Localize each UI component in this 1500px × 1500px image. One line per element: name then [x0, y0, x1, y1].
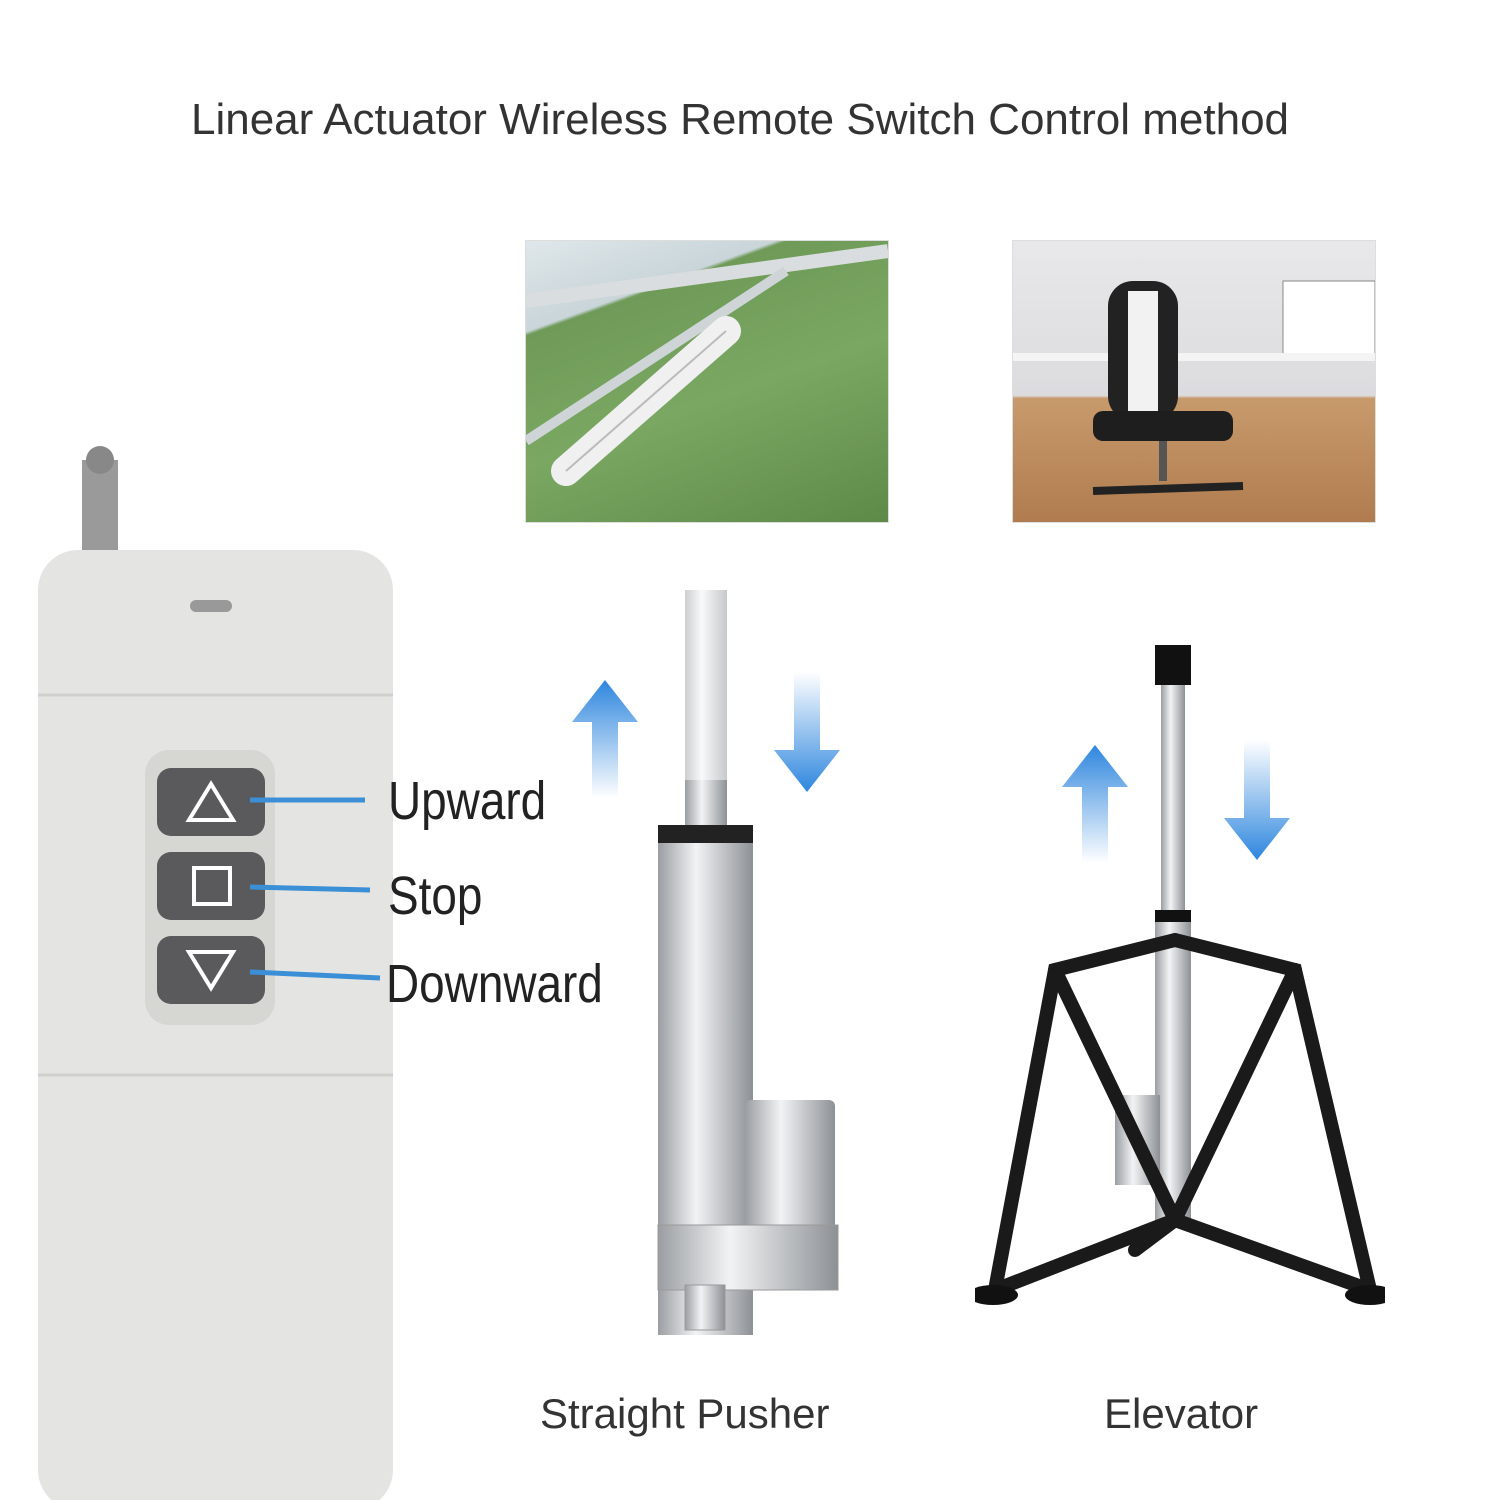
triangle-down-icon — [185, 950, 237, 992]
upward-label: Upward — [388, 771, 547, 831]
up-button[interactable] — [157, 768, 265, 836]
straight-pusher-actuator — [657, 590, 839, 1335]
elevator-caption: Elevator — [1104, 1390, 1259, 1437]
down-button[interactable] — [157, 936, 265, 1004]
stop-button[interactable] — [157, 852, 265, 920]
arrow-down-icon — [774, 672, 840, 792]
square-icon — [192, 866, 232, 906]
stop-label: Stop — [388, 866, 483, 926]
triangle-up-icon — [185, 780, 237, 822]
arrow-up-icon — [572, 680, 638, 798]
downward-label: Downward — [386, 954, 603, 1014]
arrow-up-icon — [1062, 745, 1128, 863]
led-indicator — [190, 600, 232, 612]
elevator-tripod — [975, 645, 1385, 1305]
chair-illustration — [1013, 280, 1375, 495]
callout-lines — [250, 797, 381, 981]
arrow-down-icon — [1224, 740, 1290, 860]
straight-pusher-caption: Straight Pusher — [540, 1390, 830, 1437]
page-title: Linear Actuator Wireless Remote Switch C… — [190, 95, 1290, 144]
window-opener-photo — [525, 240, 889, 523]
window-actuator-illustration — [526, 244, 888, 486]
gaming-chair-photo — [1012, 240, 1376, 523]
antenna — [82, 460, 118, 560]
